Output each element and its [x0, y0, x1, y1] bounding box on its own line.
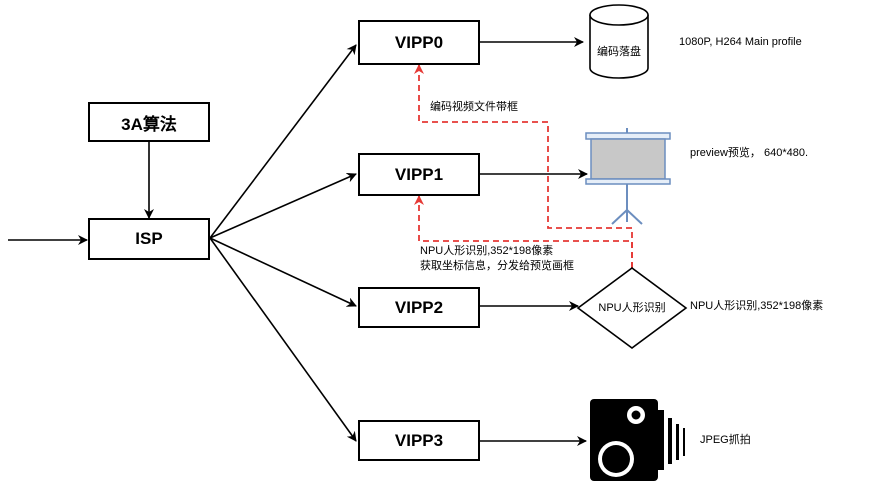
feedback-npu-label-line1: NPU人形识别,352*198像素 — [420, 245, 554, 257]
npu-to-vipp0-feedback — [414, 64, 633, 268]
feedback-npu-label-line2: 获取坐标信息，分发给预览画框 — [420, 260, 574, 272]
npu-to-vipp1-feedback — [414, 195, 633, 268]
disk-label: 编码落盘 — [597, 46, 641, 58]
vipp1-output-label: preview预览， 640*480. — [690, 147, 809, 159]
isp-to-vipp2-arrow — [209, 237, 357, 307]
isp-to-vipp1-arrow — [209, 173, 357, 239]
vipp2-output-label: NPU人形识别,352*198像素 — [690, 300, 824, 312]
feedback-encode-label: 编码视频文件带框 — [430, 101, 518, 113]
npu-diamond — [576, 267, 688, 349]
isp-to-vipp0-arrow — [209, 44, 357, 239]
vipp1-box: VIPP1 — [358, 153, 480, 196]
projector-screen-icon — [585, 128, 671, 225]
isp-to-vipp3-arrow — [209, 237, 357, 442]
vipp0-box: VIPP0 — [358, 20, 480, 65]
vipp2-box: VIPP2 — [358, 287, 480, 328]
isp-box: ISP — [88, 218, 210, 260]
vipp0-output-label: 1080P, H264 Main profile — [679, 36, 802, 48]
camera-icon — [590, 399, 685, 481]
algo-box: 3A算法 — [88, 102, 210, 142]
vipp3-output-label: JPEG抓拍 — [700, 434, 751, 446]
database-icon — [589, 4, 649, 79]
vipp3-box: VIPP3 — [358, 420, 480, 461]
npu-diamond-label: NPU人形识别 — [598, 302, 666, 314]
